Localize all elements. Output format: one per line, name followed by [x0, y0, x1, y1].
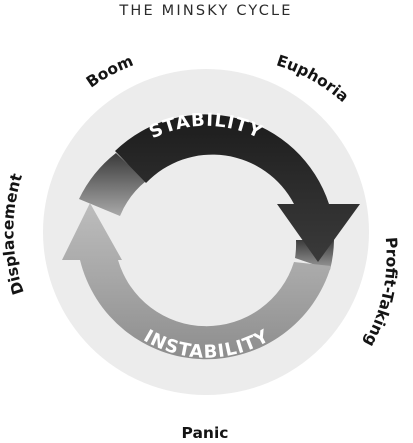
instability-arrow: [62, 203, 331, 360]
ring-left-fade: [79, 153, 146, 216]
stage-panic-label: Panic: [182, 424, 229, 442]
stability-arrow: [115, 114, 360, 262]
stage-displacement-label: Displacement: [0, 171, 28, 297]
diagram-title: THE MINSKY CYCLE: [118, 3, 292, 19]
stage-boom-label: Boom: [83, 52, 136, 92]
